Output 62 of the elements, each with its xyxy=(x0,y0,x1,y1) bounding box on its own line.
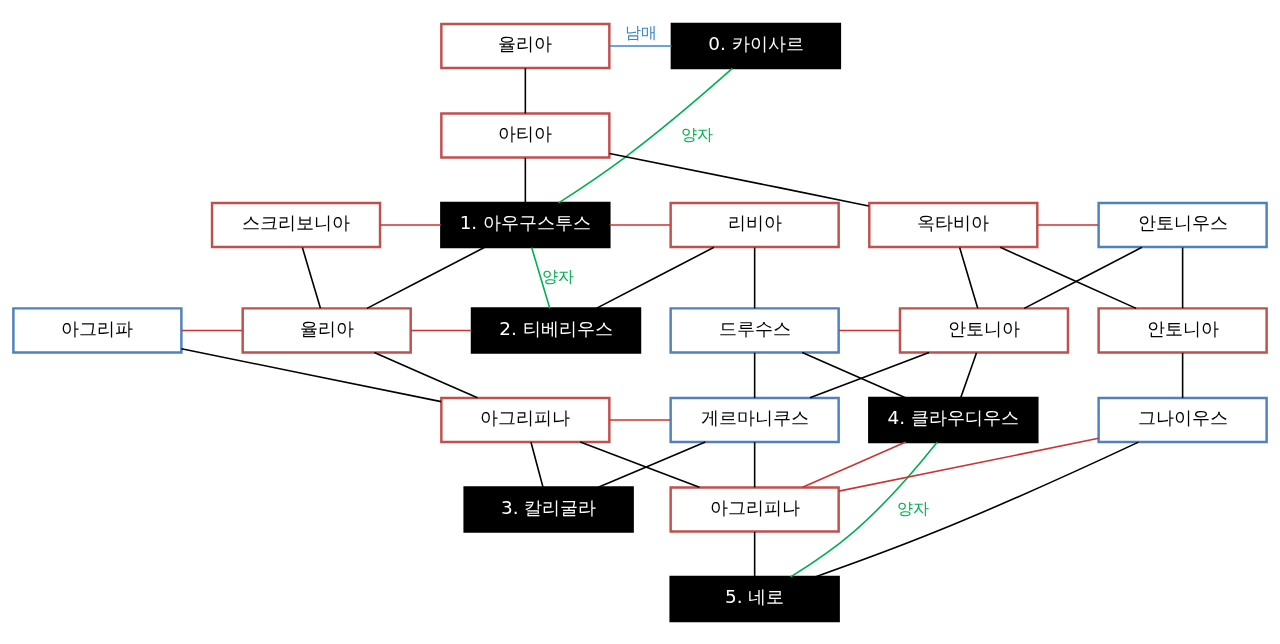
node-box: 아그리파 xyxy=(12,306,183,354)
connector xyxy=(524,156,527,204)
connector xyxy=(814,440,1140,578)
connector xyxy=(958,246,979,309)
connector xyxy=(1023,246,1143,309)
connector xyxy=(379,223,442,226)
node-box: 그나이우스 xyxy=(1097,396,1268,443)
connector xyxy=(366,246,486,309)
connector xyxy=(301,246,322,309)
node-box: 게르마니쿠스 xyxy=(669,396,840,443)
connector xyxy=(530,246,551,309)
connector xyxy=(809,351,930,399)
connector xyxy=(1036,223,1099,226)
edge-label: 양자 xyxy=(896,498,929,518)
connector xyxy=(524,67,527,114)
node-box: 안토니아 xyxy=(1097,306,1268,354)
connector xyxy=(753,246,756,309)
node-box: 5. 네로 xyxy=(669,575,840,622)
connector xyxy=(838,437,1100,492)
connector xyxy=(530,441,544,488)
connector xyxy=(959,351,978,399)
connector xyxy=(753,530,756,578)
connector xyxy=(801,351,907,399)
node-box: 드루수스 xyxy=(669,306,840,354)
node-box: 스크리보니아 xyxy=(210,201,382,248)
node-box: 안토니우스 xyxy=(1097,201,1268,248)
connector xyxy=(801,440,907,488)
node-box: 1. 아우구스투스 xyxy=(440,201,611,248)
node-box: 율리아 xyxy=(241,306,412,354)
connector xyxy=(608,223,671,226)
connector xyxy=(557,67,734,204)
connector xyxy=(608,418,671,421)
node-box: 아티아 xyxy=(440,111,611,159)
node-box: 0. 카이사르 xyxy=(670,22,842,69)
connector xyxy=(789,440,938,578)
connector xyxy=(999,246,1137,309)
connector xyxy=(410,329,473,331)
connector xyxy=(180,347,442,402)
edge-label: 양자 xyxy=(681,124,714,144)
node-box: 2. 티베리우스 xyxy=(470,306,642,354)
node-box: 3. 칼리굴라 xyxy=(463,485,634,533)
node-box: 4. 클라우디우스 xyxy=(868,396,1039,443)
node-box: 율리아 xyxy=(440,22,611,69)
node-box: 안토니아 xyxy=(898,306,1070,354)
connector xyxy=(753,441,756,488)
node-box: 아그리피나 xyxy=(669,485,840,533)
node-box: 아그리피나 xyxy=(440,396,611,443)
connector xyxy=(838,329,901,331)
edge-label: 양자 xyxy=(542,266,575,286)
connector xyxy=(373,351,479,399)
connector xyxy=(579,440,701,488)
node-box: 옥타비아 xyxy=(868,201,1039,248)
connector xyxy=(1181,246,1184,309)
connector xyxy=(597,440,707,488)
edge-label: 남매 xyxy=(624,22,657,42)
connector xyxy=(608,152,870,207)
connector xyxy=(1181,351,1184,399)
connector xyxy=(595,246,715,309)
connector xyxy=(608,44,673,47)
connector xyxy=(753,351,756,399)
node-box: 리비아 xyxy=(669,201,840,248)
connector xyxy=(180,329,243,331)
